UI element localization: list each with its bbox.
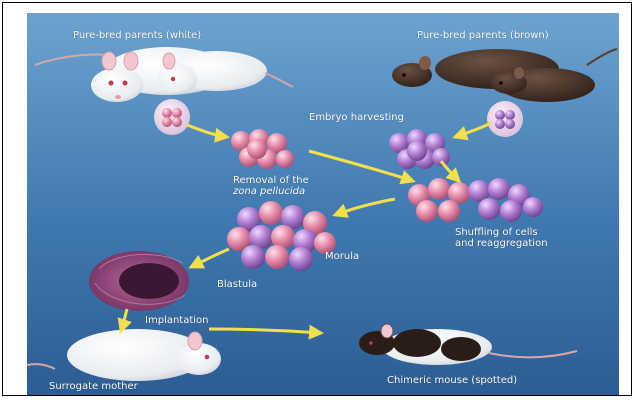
embryo-icon <box>89 251 189 311</box>
label-shuffling-line2: and reaggregation <box>455 238 548 249</box>
label-chimeric-mouse: Chimeric mouse (spotted) <box>387 375 517 386</box>
figure-frame: Pure-bred parents (white) Pure-bred pare… <box>2 2 632 396</box>
label-removal-line1: Removal of the <box>233 175 309 186</box>
label-removal-line2: zona pellucida <box>233 186 309 197</box>
label-blastula: Blastula <box>217 279 257 290</box>
label-shuffling: Shuffling of cells and reaggregation <box>455 227 548 249</box>
label-morula: Morula <box>325 251 359 262</box>
label-shuffling-line1: Shuffling of cells <box>455 227 548 238</box>
label-surrogate-mother: Surrogate mother <box>49 381 138 392</box>
label-parents-white: Pure-bred parents (white) <box>73 30 201 41</box>
embryo-icon <box>487 101 523 137</box>
label-parents-brown: Pure-bred parents (brown) <box>417 30 549 41</box>
label-removal-zona: Removal of the zona pellucida <box>233 175 309 197</box>
embryo-icon <box>154 99 190 135</box>
label-embryo-harvesting: Embryo harvesting <box>309 112 404 123</box>
label-implantation: Implantation <box>145 315 209 326</box>
illustration <box>27 13 619 395</box>
chimera-diagram: Pure-bred parents (white) Pure-bred pare… <box>27 13 619 395</box>
